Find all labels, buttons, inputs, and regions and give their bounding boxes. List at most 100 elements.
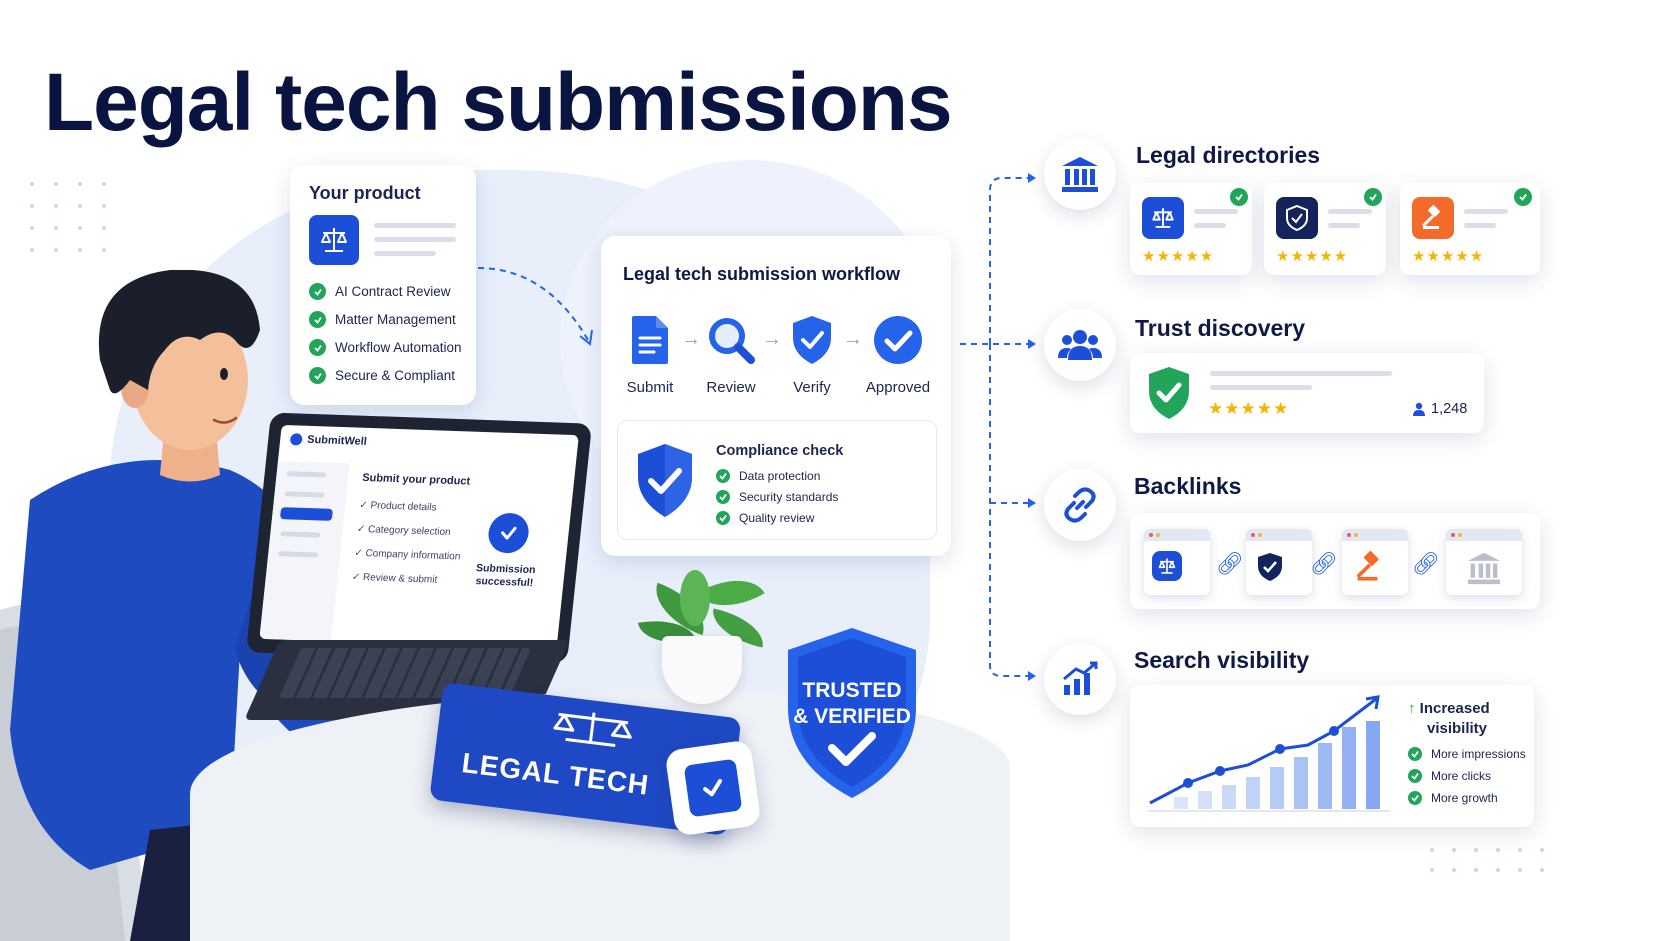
shield-icon xyxy=(1276,197,1318,239)
check-icon xyxy=(309,339,326,356)
star-rating: ★★★★★ xyxy=(1208,399,1290,418)
sidebar-active-item[interactable] xyxy=(279,507,333,521)
section-title-backlinks: Backlinks xyxy=(1134,473,1242,499)
user-icon xyxy=(1413,402,1425,416)
gavel-icon xyxy=(1412,197,1454,239)
scales-icon xyxy=(1152,551,1182,581)
laptop-screen: SubmitWell Submit your product ✓ Product… xyxy=(259,424,579,650)
check-icon xyxy=(309,311,326,328)
brand-check-icon xyxy=(289,433,303,446)
feature-item: Workflow Automation xyxy=(309,339,462,356)
feature-item: AI Contract Review xyxy=(309,283,451,300)
directory-card[interactable]: ★★★★★ xyxy=(1400,183,1540,275)
star-rating: ★★★★★ xyxy=(1142,248,1215,265)
scales-icon xyxy=(309,215,359,265)
legal-tech-book: LEGAL TECH xyxy=(423,682,748,859)
workflow-step-verify: Verify xyxy=(767,314,857,396)
laptop-step[interactable]: ✓ Product details xyxy=(358,499,438,514)
scales-icon xyxy=(1142,197,1184,239)
check-icon xyxy=(309,283,326,300)
workflow-card: Legal tech submission workflow Submit → … xyxy=(601,236,951,556)
product-card-heading: Your product xyxy=(309,183,421,203)
feature-item: Secure & Compliant xyxy=(309,367,455,384)
link-icon xyxy=(1044,469,1116,541)
verified-check-icon xyxy=(1364,188,1382,206)
backlink-site[interactable] xyxy=(1342,529,1408,595)
badge-text: TRUSTED& VERIFIED xyxy=(793,679,911,728)
star-rating: ★★★★★ xyxy=(1412,248,1485,265)
check-circle-icon xyxy=(874,316,922,364)
laptop-step[interactable]: ✓ Category selection xyxy=(356,523,452,539)
compliance-box: Compliance check Data protection Securit… xyxy=(617,420,937,540)
laptop-brand: SubmitWell xyxy=(289,433,367,448)
trust-card: ★★★★★ 1,248 xyxy=(1130,353,1484,433)
section-title-visibility: Search visibility xyxy=(1134,647,1310,673)
users-icon xyxy=(1044,309,1116,381)
workflow-step-review: Review xyxy=(686,314,776,396)
trusted-verified-badge: TRUSTED& VERIFIED xyxy=(782,624,922,802)
compliance-heading: Compliance check xyxy=(716,443,844,459)
check-icon xyxy=(716,511,730,525)
laptop-sidebar xyxy=(259,460,350,642)
shield-check-icon xyxy=(1149,367,1189,419)
check-icon xyxy=(1408,769,1422,783)
success-check-icon xyxy=(486,512,531,554)
link-icon: 🔗︎ xyxy=(1412,551,1440,576)
visibility-headline: ↑ Increased visibility xyxy=(1408,700,1490,737)
compliance-item: Data protection xyxy=(716,469,820,483)
magnifier-icon xyxy=(709,318,755,364)
bank-icon xyxy=(1467,552,1501,585)
checkbox-icon xyxy=(683,758,743,818)
section-title-directories: Legal directories xyxy=(1136,142,1321,168)
laptop: SubmitWell Submit your product ✓ Product… xyxy=(245,412,593,664)
directory-card[interactable]: ★★★★★ xyxy=(1130,183,1252,275)
arrow-right-icon: → xyxy=(762,328,782,350)
directory-card[interactable]: ★★★★★ xyxy=(1264,183,1386,275)
bank-icon xyxy=(1044,138,1116,210)
page-title: Legal tech submissions xyxy=(44,57,953,148)
check-cube xyxy=(664,739,762,837)
backlink-site[interactable] xyxy=(1246,529,1312,595)
visibility-item: More clicks xyxy=(1408,769,1491,783)
arrow-up-icon: ↑ xyxy=(1408,700,1416,717)
laptop-step[interactable]: ✓ Review & submit xyxy=(351,571,438,586)
link-icon: 🔗︎ xyxy=(1310,551,1338,576)
backlinks-card: 🔗︎ 🔗︎ 🔗︎ xyxy=(1130,513,1540,609)
growth-chart-icon xyxy=(1044,643,1116,715)
check-icon xyxy=(716,490,730,504)
gavel-icon xyxy=(1357,551,1379,581)
check-icon xyxy=(1408,747,1422,761)
shield-check-icon xyxy=(638,444,692,517)
workflow-heading: Legal tech submission workflow xyxy=(623,264,901,284)
feature-item: Matter Management xyxy=(309,311,456,328)
check-icon xyxy=(309,367,326,384)
check-icon xyxy=(716,469,730,483)
verified-check-icon xyxy=(1230,188,1248,206)
section-title-trust: Trust discovery xyxy=(1135,315,1306,341)
document-icon xyxy=(632,316,668,364)
workflow-step-approved: Approved xyxy=(853,314,943,396)
laptop-form-heading: Submit your product xyxy=(361,471,471,488)
shield-icon xyxy=(788,628,916,798)
link-icon: 🔗︎ xyxy=(1216,551,1244,576)
visibility-item: More impressions xyxy=(1408,747,1526,761)
visibility-card: ↑ Increased visibility More impressions … xyxy=(1130,685,1534,827)
check-icon xyxy=(1408,791,1422,805)
backlink-site[interactable] xyxy=(1144,529,1210,595)
flow-arrow xyxy=(477,267,593,346)
shield-icon xyxy=(1258,553,1282,581)
growth-graph xyxy=(1148,695,1390,812)
shield-check-icon xyxy=(793,316,831,364)
backlink-site[interactable] xyxy=(1446,529,1522,595)
plant-pot xyxy=(662,636,742,704)
plant xyxy=(637,563,770,710)
workflow-step-submit: Submit xyxy=(605,314,695,396)
laptop-step[interactable]: ✓ Company information xyxy=(353,547,461,563)
arrow-right-icon: → xyxy=(843,328,863,350)
star-rating: ★★★★★ xyxy=(1276,248,1349,265)
scales-icon xyxy=(553,712,632,747)
connector-lines xyxy=(960,173,1036,681)
verified-check-icon xyxy=(1514,188,1532,206)
arrow-right-icon: → xyxy=(681,328,701,350)
